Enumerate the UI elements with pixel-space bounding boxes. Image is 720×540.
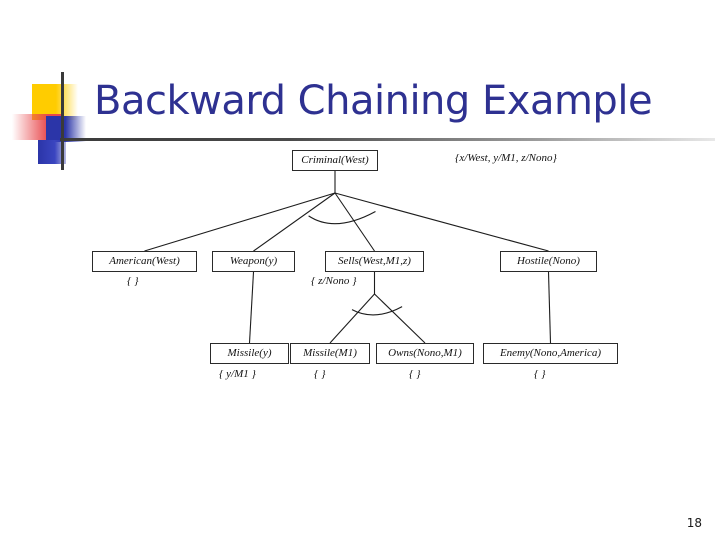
edge-sells-to-missile_m1 <box>330 294 375 343</box>
proof-node-owns: Owns(Nono,M1) <box>376 343 474 364</box>
edge-criminal-to-hostile <box>335 193 549 251</box>
substitution-american-subst: { } <box>127 275 139 287</box>
proof-node-american: American(West) <box>92 251 197 272</box>
substitution-missile-m1-subst: { } <box>314 368 326 380</box>
proof-node-missile_m1: Missile(M1) <box>290 343 370 364</box>
substitution-enemy-subst: { } <box>534 368 546 380</box>
proof-node-missile_y: Missile(y) <box>210 343 289 364</box>
edge-weapon-to-missile_y <box>250 272 254 343</box>
proof-node-criminal: Criminal(West) <box>292 150 378 171</box>
substitution-owns-subst: { } <box>409 368 421 380</box>
edge-hostile-to-enemy <box>549 272 551 343</box>
substitution-sells-subst: { z/Nono } <box>311 275 356 287</box>
substitution-root-subst: {x/West, y/M1, z/Nono} <box>455 152 557 164</box>
edge-sells-to-owns <box>375 294 426 343</box>
substitution-missile-y-subst: { y/M1 } <box>219 368 256 380</box>
proof-node-enemy: Enemy(Nono,America) <box>483 343 618 364</box>
proof-node-weapon: Weapon(y) <box>212 251 295 272</box>
and-arc-criminal <box>309 211 376 223</box>
edge-criminal-to-american <box>145 193 336 251</box>
proof-node-hostile: Hostile(Nono) <box>500 251 597 272</box>
proof-node-sells: Sells(West,M1,z) <box>325 251 424 272</box>
page-number: 18 <box>687 516 702 530</box>
